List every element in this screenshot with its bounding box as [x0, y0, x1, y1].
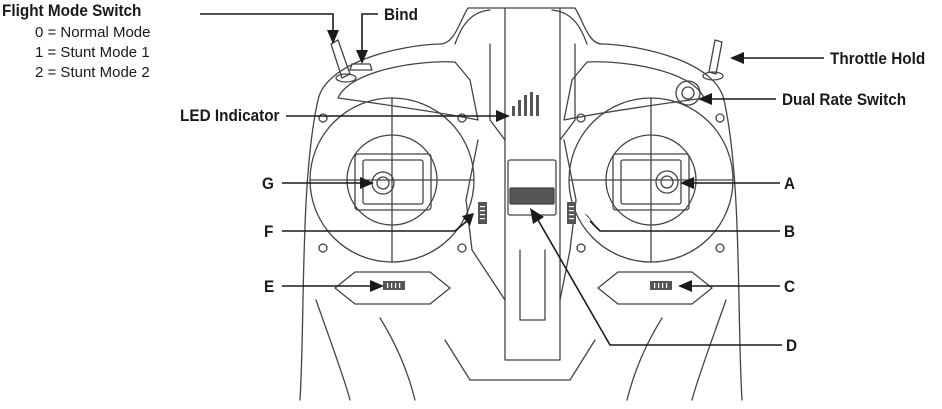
bind-button: [349, 63, 373, 71]
label-c: C: [784, 277, 796, 296]
led-bars: [512, 92, 539, 116]
arrowhead-dual-rate: [698, 93, 712, 105]
mode-2-label: 2 = Stunt Mode 2: [35, 64, 150, 81]
arrowhead-e: [370, 280, 384, 292]
arrowhead-bind: [356, 50, 368, 64]
dual-rate-switch: [675, 80, 701, 106]
throttle-hold-label: Throttle Hold: [830, 49, 926, 68]
leader-d: [537, 219, 782, 346]
trim-tab-c: [650, 281, 672, 290]
top-right-hump: [551, 9, 588, 45]
arrowhead-flight-mode: [327, 30, 339, 44]
leader-bind: [361, 13, 378, 52]
throttle-hold-toggle: [708, 39, 723, 75]
top-left-hump: [454, 9, 491, 45]
left-stick-knob: [371, 171, 395, 195]
label-e: E: [264, 277, 275, 296]
arrowhead-throttle-hold: [730, 52, 744, 64]
arrowhead-led: [496, 110, 510, 122]
arrowhead-c: [678, 280, 692, 292]
leader-b: [589, 220, 780, 232]
arrowhead-f: [462, 213, 474, 226]
right-stick-knob: [655, 170, 679, 194]
center-spine-inner: [489, 43, 576, 141]
flight-mode-toggle: [330, 39, 351, 79]
arrowhead-d: [530, 208, 544, 224]
right-shoulder-panel: [563, 61, 705, 121]
leader-f: [282, 220, 468, 232]
right-trim-pod: [597, 271, 713, 305]
label-d: D: [786, 336, 798, 355]
left-trim-pod: [334, 271, 451, 305]
trim-tab-e: [383, 281, 405, 290]
mode-1-label: 1 = Stunt Mode 1: [35, 44, 150, 61]
bind-label: Bind: [384, 5, 419, 24]
trim-tab-b: [567, 202, 576, 224]
dual-rate-switch-label: Dual Rate Switch: [782, 90, 907, 109]
left-shoulder-panel: [337, 61, 479, 121]
label-f: F: [264, 222, 274, 241]
trim-tab-f: [478, 202, 487, 224]
transmitter-body-outline: [299, 7, 743, 401]
led-indicator-label: LED Indicator: [180, 106, 280, 125]
mode-0-label: 0 = Normal Mode: [35, 24, 151, 41]
label-g: G: [262, 174, 274, 193]
arrowhead-g: [360, 177, 374, 189]
label-a: A: [784, 174, 796, 193]
center-slider: [509, 187, 555, 205]
arrowhead-a: [680, 177, 694, 189]
leader-flight-mode: [200, 13, 334, 32]
flight-mode-switch-label: Flight Mode Switch: [2, 1, 142, 20]
arrowhead-b: [584, 213, 596, 226]
center-spine: [504, 7, 561, 361]
label-b: B: [784, 222, 796, 241]
left-stick-housing: [354, 153, 432, 211]
